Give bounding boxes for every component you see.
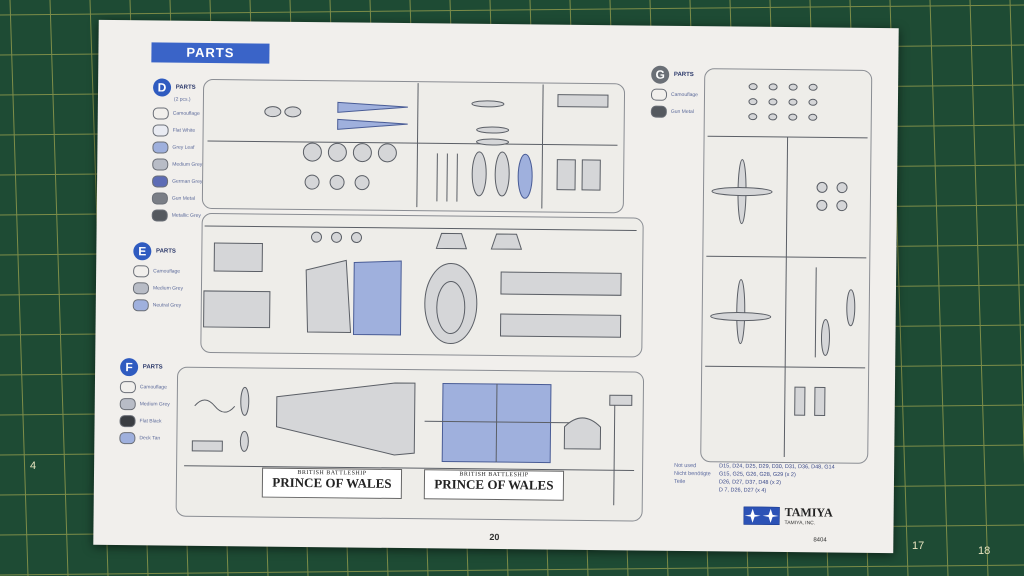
section-d-legend: D PARTS (2 pcs.) Camouflage Flat White G…	[151, 78, 204, 222]
page-number: 20	[489, 531, 500, 543]
note-label: Teile	[673, 478, 686, 485]
color-swatch	[151, 192, 168, 205]
color-swatch	[133, 265, 150, 278]
section-f-legend: F PARTS Camouflage Medium Grey Flat Blac…	[119, 358, 170, 445]
swatch-label: Neutral Grey	[152, 302, 182, 309]
swatch-row: Camouflage	[119, 381, 170, 394]
sprue-f-parts	[184, 382, 635, 506]
color-swatch	[132, 282, 150, 295]
swatch-label: Camouflage	[153, 268, 181, 275]
name-banner: BRITISH BATTLESHIP PRINCE OF WALES	[261, 467, 403, 500]
section-d-subtitle: (2 pcs.)	[173, 96, 191, 103]
swatch-row: Flat Black	[119, 415, 170, 428]
swatch-label: Medium Grey	[139, 401, 170, 408]
sprue-d-parts	[207, 83, 618, 209]
color-swatch	[151, 209, 168, 222]
swatch-label: Flat White	[172, 127, 196, 134]
swatch-label: Deck Tan	[139, 435, 161, 442]
swatch-label: Flat Black	[139, 418, 162, 425]
swatch-row: German Grey	[152, 175, 202, 188]
swatch-row: Neutral Grey	[132, 299, 183, 312]
color-swatch	[152, 107, 169, 120]
banner-title: PRINCE OF WALES	[272, 474, 392, 491]
section-e-title: PARTS	[155, 248, 176, 255]
mat-grid-line	[969, 0, 989, 576]
swatch-row: Deck Tan	[119, 432, 169, 445]
mat-grid-line	[0, 564, 1024, 576]
swatch-row: Flat White	[152, 124, 203, 137]
swatch-row: Medium Grey	[132, 282, 184, 295]
color-swatch	[152, 124, 169, 137]
section-g-legend: G PARTS Camouflage Gun Metal	[650, 65, 699, 118]
mat-grid-line	[9, 0, 29, 576]
color-swatch	[650, 88, 668, 101]
color-swatch	[152, 158, 169, 171]
tamiya-logo: TAMIYA TAMIYA, INC.	[743, 505, 833, 527]
tamiya-star-icon	[743, 505, 781, 525]
section-f-title: PARTS	[142, 364, 163, 371]
ruler-mark: 18	[978, 545, 991, 557]
sprue-g-parts	[705, 83, 868, 458]
swatch-row: Camouflage	[650, 88, 699, 101]
swatch-label: Gun Metal	[171, 195, 196, 202]
swatch-row: Gun Metal	[650, 105, 698, 118]
page-code: 8404	[813, 537, 827, 544]
swatch-label: Medium Grey	[172, 161, 203, 168]
swatch-row: Medium Grey	[152, 158, 202, 171]
swatch-row: Metallic Grey	[151, 209, 202, 222]
swatch-label: Metallic Grey	[171, 212, 201, 219]
sprue-e-parts	[203, 225, 637, 345]
banner-title: PRINCE OF WALES	[434, 476, 554, 493]
color-swatch	[119, 381, 136, 394]
name-banner: BRITISH BATTLESHIP PRINCE OF WALES	[423, 469, 565, 501]
instruction-sheet: PARTS	[93, 19, 899, 554]
section-d-title: PARTS	[175, 84, 196, 91]
color-swatch	[152, 141, 169, 154]
ruler-mark: 17	[912, 540, 925, 552]
mat-grid-line	[49, 0, 69, 576]
section-e-letter: E	[133, 242, 152, 261]
swatch-row: Camouflage	[133, 265, 183, 278]
swatch-row: Medium Grey	[119, 398, 170, 411]
section-f-letter: F	[120, 358, 139, 377]
swatch-label: Medium Grey	[152, 285, 184, 292]
sprue-drawings	[184, 83, 868, 506]
swatch-label: Camouflage	[172, 110, 200, 117]
swatch-label: Gun Metal	[670, 108, 694, 116]
brand-name: TAMIYA	[784, 505, 833, 520]
swatch-row: Camouflage	[152, 107, 203, 120]
mat-grid-line	[0, 4, 1024, 16]
not-used-parts-list: D15, D24, D25, D29, D30, D31, D36, D48, …	[719, 462, 835, 495]
color-swatch	[152, 175, 169, 188]
swatch-label: Grey Leaf	[172, 144, 195, 151]
swatch-row: Grey Leaf	[152, 141, 202, 154]
not-used-labels: Not used Nicht benötigte Teile	[674, 462, 711, 486]
brand-sub: TAMIYA, INC.	[784, 520, 816, 527]
section-d-letter: D	[152, 78, 172, 97]
swatch-label: German Grey	[172, 178, 203, 185]
swatch-label: Camouflage	[139, 384, 167, 391]
mat-grid-line	[1009, 0, 1024, 465]
color-swatch	[119, 415, 136, 428]
section-g-letter: G	[651, 65, 670, 84]
swatch-label: Camouflage	[670, 91, 699, 99]
ruler-mark: 4	[30, 460, 37, 472]
section-g-title: PARTS	[673, 71, 694, 79]
note-line: D 7, D26, D27 (x 4)	[718, 487, 767, 494]
color-swatch	[119, 432, 136, 445]
section-e-legend: E PARTS Camouflage Medium Grey Neutral G…	[132, 242, 184, 312]
mat-grid-line	[929, 0, 949, 576]
color-swatch	[119, 398, 136, 411]
color-swatch	[650, 105, 667, 118]
color-swatch	[132, 299, 149, 312]
swatch-row: Gun Metal	[151, 192, 202, 205]
